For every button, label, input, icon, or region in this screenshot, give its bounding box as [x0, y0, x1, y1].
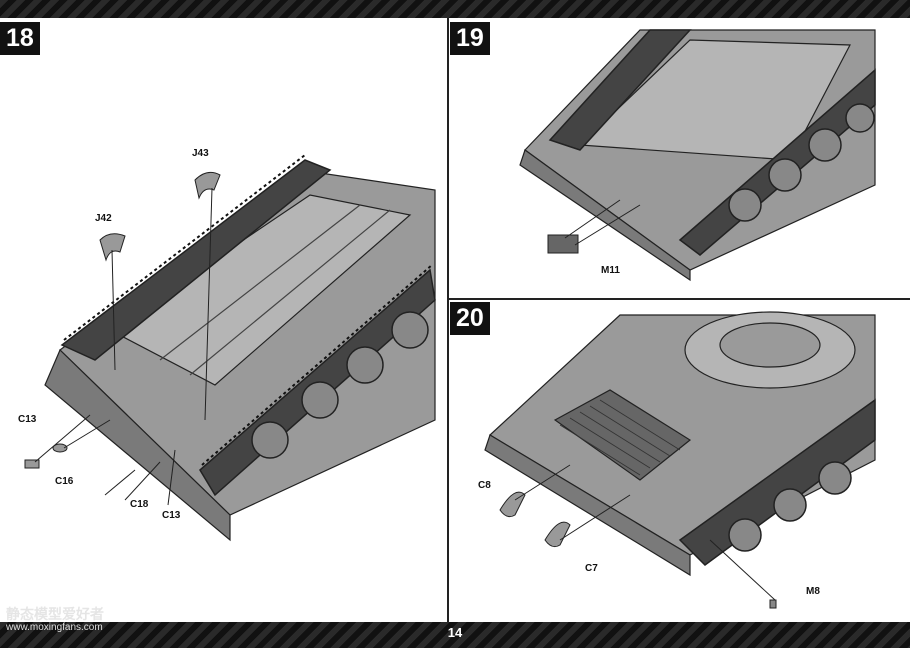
page-number: 14 — [447, 625, 463, 640]
part-label-c13-left: C13 — [18, 414, 37, 425]
step-18-illustration — [24, 154, 436, 542]
part-label-c18: C18 — [130, 499, 149, 510]
top-border — [0, 0, 910, 18]
watermark-text: 静态模型爱好者 — [6, 606, 104, 622]
bottom-border — [0, 622, 910, 648]
part-label-c7: C7 — [585, 563, 598, 574]
watermark-url: www.moxingfans.com — [6, 622, 103, 633]
part-label-c16: C16 — [55, 476, 74, 487]
step-18-number: 18 — [0, 22, 40, 55]
step-19-illustration — [519, 29, 876, 282]
part-label-m8: M8 — [806, 586, 820, 597]
step-20-number: 20 — [450, 302, 490, 335]
part-label-j42: J42 — [95, 213, 112, 224]
part-label-j43: J43 — [192, 148, 209, 159]
part-label-c8: C8 — [478, 480, 491, 491]
part-label-c13-right: C13 — [162, 510, 181, 521]
part-label-m11: M11 — [601, 265, 620, 276]
panel-divider-horizontal — [448, 298, 910, 300]
panel-divider-vertical — [447, 18, 449, 622]
step-20-illustration — [484, 311, 876, 609]
step-19-number: 19 — [450, 22, 490, 55]
